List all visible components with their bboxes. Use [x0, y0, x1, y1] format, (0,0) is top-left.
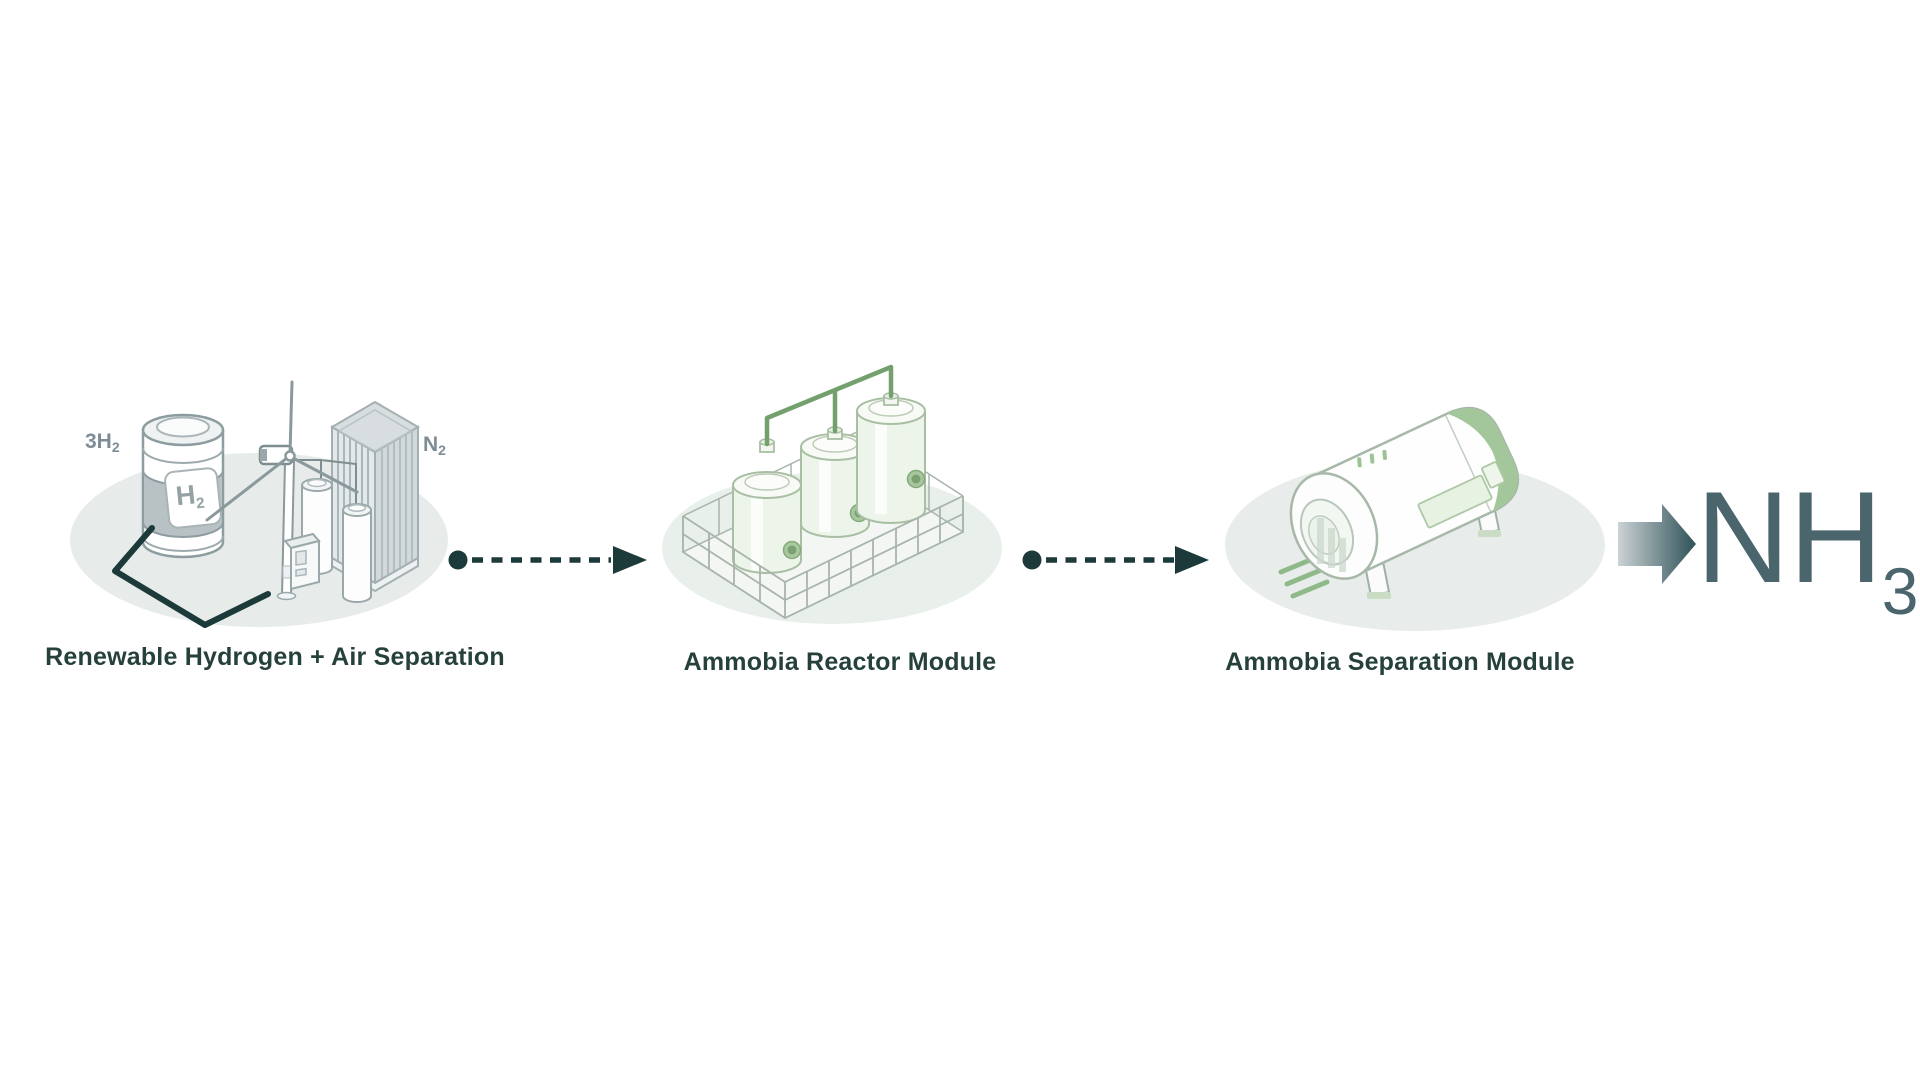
arrow-head-icon: [1175, 546, 1209, 574]
buffer-cylinder-icons: [301, 478, 372, 603]
flow-arrow-2: [1022, 546, 1209, 574]
reactor-vessel-1: [732, 438, 802, 574]
manifold-pipe: [764, 364, 894, 447]
arrow-dot-icon: [1022, 550, 1042, 570]
stage-separation-module: [1215, 380, 1615, 680]
separation-module-illustration: [1225, 406, 1605, 631]
tank-h2-label: H2: [174, 479, 206, 513]
stage-hydrogen-air-separation: 3H2 N2 H2: [55, 370, 475, 700]
flow-arrow-1: [448, 546, 647, 574]
stage-label-reactor-module: Ammobia Reactor Module: [683, 648, 997, 676]
output-arrow-icon: [1618, 504, 1696, 584]
stage-label-separation-module: Ammobia Separation Module: [1225, 648, 1575, 676]
stage-reactor-module: [655, 360, 1015, 680]
hydrogen-air-separation-illustration: [70, 380, 448, 628]
output-formula: NH3: [1696, 472, 1918, 629]
arrow-head-icon: [613, 546, 647, 574]
turbine-blades: [205, 380, 359, 522]
reactor-vessel-3: [856, 392, 926, 524]
reactor-vessel-2: [800, 426, 870, 538]
nh3-text: NH: [1696, 464, 1883, 610]
n2-feed-label: N2: [423, 433, 446, 458]
vessel-front-face: [1289, 472, 1379, 580]
reactor-platform-front-fence: [682, 495, 964, 620]
h2-feed-label: 3H2: [85, 430, 120, 455]
hydrogen-tank-icon: [141, 413, 225, 559]
electrolyzer-icon: [283, 532, 321, 591]
stage-label-hydrogen-air-separation: Renewable Hydrogen + Air Separation: [45, 643, 505, 671]
nh3-subscript: 3: [1881, 554, 1919, 628]
arrow-dot-icon: [448, 550, 468, 570]
hydrogen-pipe: [112, 525, 271, 628]
reactor-module-illustration: [662, 364, 1002, 624]
